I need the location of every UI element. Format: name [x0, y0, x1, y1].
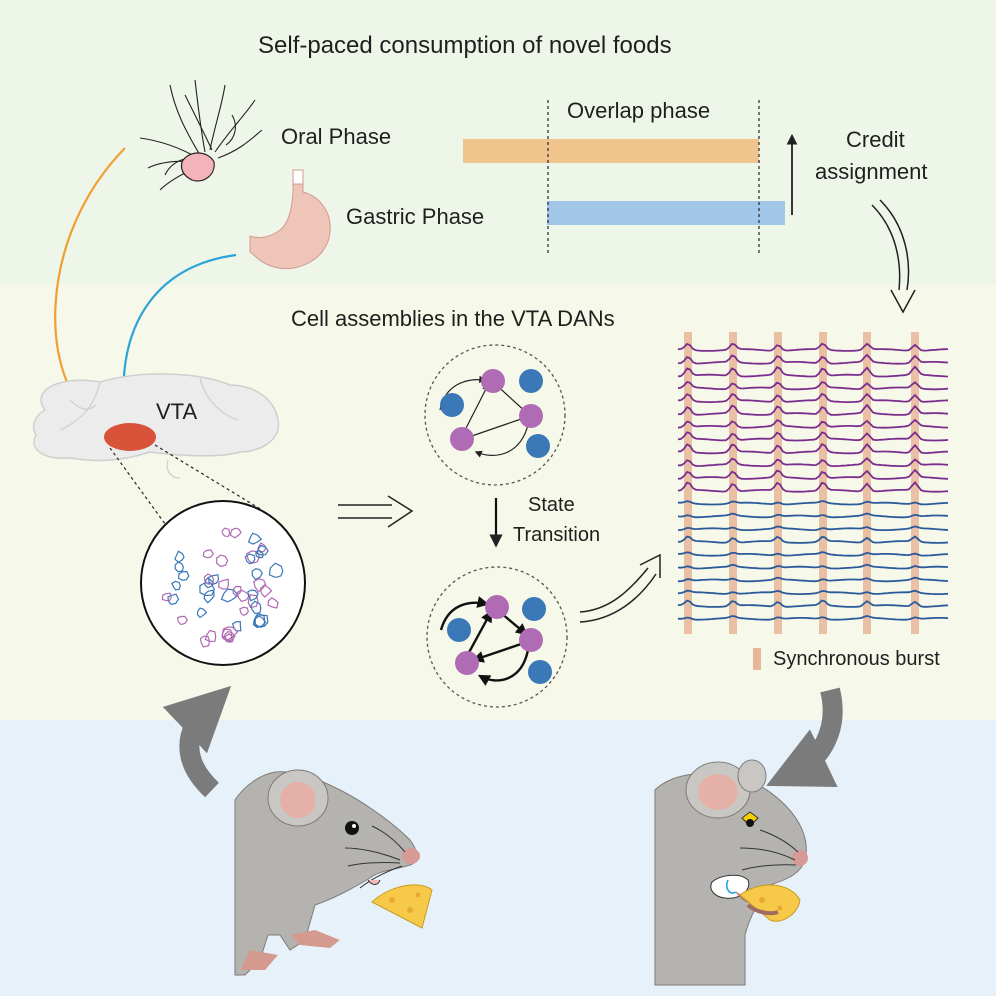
burst-legend-label: Synchronous burst	[773, 648, 940, 670]
hollow-arrow-to-assemblies	[338, 495, 414, 528]
calcium-traces	[677, 342, 949, 621]
neuron-blob	[247, 594, 259, 609]
credit-label-line2: assignment	[815, 159, 928, 184]
neuron-blob	[199, 635, 210, 648]
tongue	[180, 152, 215, 182]
trace-line	[677, 342, 949, 352]
gastric-phase-label: Gastric Phase	[346, 204, 485, 229]
neuron-blob	[220, 588, 239, 603]
trace-line	[677, 614, 949, 621]
vta-label: VTA	[156, 399, 198, 424]
neuron-blob	[253, 578, 267, 593]
trace-line	[677, 353, 949, 365]
assembly-state-1	[424, 344, 566, 486]
neuron-blob	[177, 570, 190, 581]
trace-line	[677, 431, 949, 442]
neuron-blob	[268, 562, 284, 579]
state-transition-label-line1: State	[528, 494, 575, 516]
credit-label-line1: Credit	[846, 127, 905, 152]
neuron-blob	[203, 573, 215, 585]
mouse-left	[234, 769, 420, 976]
burst-column	[729, 332, 737, 634]
assembly-state-2	[426, 566, 568, 708]
burst-legend-swatch	[753, 648, 761, 670]
neuron-blob	[244, 553, 256, 565]
trace-line	[677, 418, 949, 429]
neuron-blob	[221, 628, 233, 642]
stomach	[249, 169, 331, 270]
neuron-blob	[161, 592, 173, 602]
vta-neuron-blobs	[161, 527, 284, 648]
neuron-blob	[236, 589, 251, 603]
neuron-blob	[176, 615, 189, 626]
neuron-blob	[229, 527, 242, 539]
trace-line	[677, 481, 949, 493]
neuron-blob	[253, 612, 266, 628]
trace-line	[677, 403, 949, 416]
overlap-phase-label: Overlap phase	[567, 98, 711, 123]
trace-line	[677, 535, 949, 544]
neuron-blob	[239, 606, 249, 617]
zoom-line-left	[109, 447, 169, 529]
neuron-blob	[208, 574, 220, 585]
gray-arrow-left	[162, 685, 232, 798]
trace-line	[677, 599, 949, 608]
trace-line	[677, 576, 949, 583]
cheese-left	[371, 884, 433, 929]
neuron-blob	[255, 549, 264, 559]
oral-phase-bar	[463, 139, 759, 163]
assemblies-title: Cell assemblies in the VTA DANs	[291, 306, 615, 331]
trace-line	[677, 525, 949, 532]
bottom-band	[0, 720, 996, 996]
neuron-blob	[174, 561, 184, 573]
trace-line	[677, 392, 949, 403]
cheese-right	[739, 884, 801, 922]
trace-line	[677, 468, 949, 480]
trace-line	[677, 563, 949, 570]
gastric-phase-bar	[547, 201, 785, 225]
neuron-blob	[218, 578, 230, 590]
trace-line	[677, 365, 949, 378]
neuron-blob	[267, 597, 279, 609]
neuron-blob	[171, 580, 181, 591]
neuron-blob	[256, 544, 269, 556]
neuron-blob	[174, 550, 185, 563]
neuron-blob	[259, 584, 273, 598]
trace-line	[677, 589, 949, 595]
neuron-blob	[247, 532, 263, 545]
neuron-blob	[231, 620, 242, 632]
vta-region	[104, 423, 156, 451]
neuron-blob	[196, 607, 208, 619]
vta-zoom-circle	[140, 500, 306, 666]
neuron-blob	[250, 600, 262, 615]
brain-outline	[32, 373, 280, 479]
neuron-blob	[215, 554, 229, 568]
gray-arrow-right	[766, 687, 843, 787]
credit-hollow-arrow	[871, 199, 916, 314]
neuron-blob	[247, 589, 259, 602]
hollow-arrow-to-traces	[579, 553, 661, 623]
neuron-blob	[203, 589, 215, 604]
oral-phase-label: Oral Phase	[281, 124, 392, 149]
trace-line	[677, 512, 949, 519]
trace-line	[678, 500, 949, 506]
trace-line	[677, 551, 949, 557]
neuron-blob	[257, 542, 267, 554]
neuron-blob	[204, 577, 215, 589]
neuron-blob	[251, 568, 264, 581]
zoom-line-right	[154, 444, 263, 511]
trace-line	[678, 457, 949, 468]
mouth-whisker-sketch	[139, 79, 263, 191]
neuron-blob	[252, 614, 267, 629]
figure-title: Self-paced consumption of novel foods	[258, 32, 672, 59]
trace-line	[677, 380, 949, 391]
neuron-blob	[202, 549, 215, 559]
state-transition-label-line2: Transition	[513, 524, 601, 546]
neuron-blob	[167, 593, 180, 605]
neuron-blob	[232, 585, 242, 597]
trace-line	[677, 442, 949, 455]
neuron-blob	[221, 527, 231, 537]
